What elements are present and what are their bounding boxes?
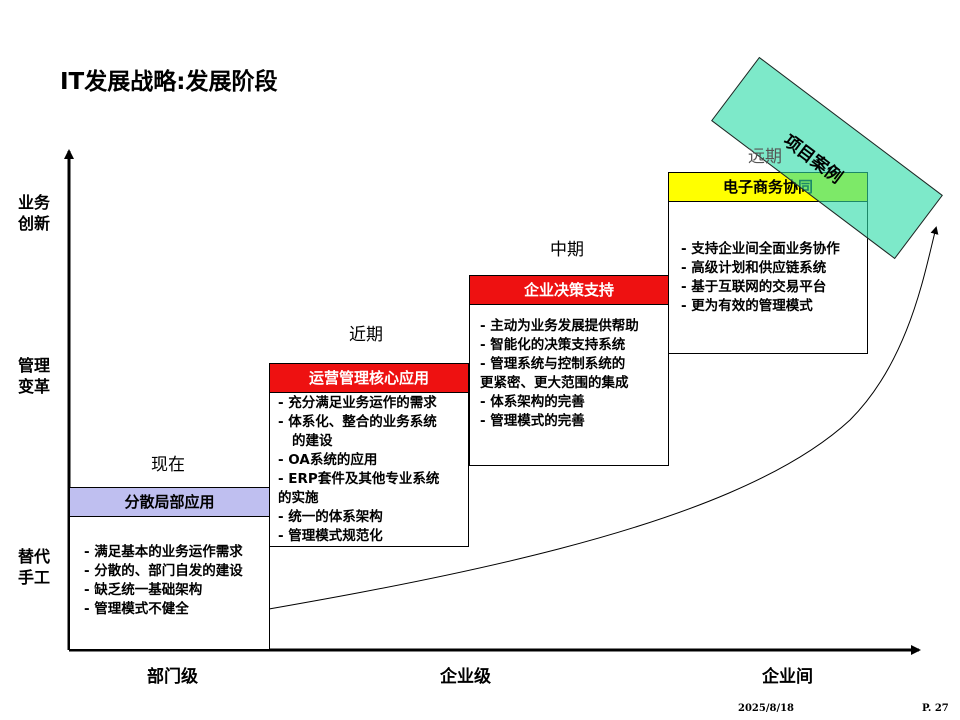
stage-title-2: 运营管理核心应用 [308,369,429,387]
stage-box-1: 分散局部应用 - 满足基本的业务运作需求 - 分散的、部门自发的建设 - 缺乏统… [69,487,270,650]
footer-date: 2025/8/18 [738,703,795,714]
period-label-near-term: 近期 [349,325,383,345]
x-label-inter-enterprise: 企业间 [762,667,813,687]
stage-header-3: 企业决策支持 [470,276,668,305]
stage-4-item: - 基于互联网的交易平台 [681,279,827,295]
stage-2-item: 的实施 [278,490,319,506]
stage-2-item: 的建设 [292,433,333,449]
stage-2-item: - ERP套件及其他专业系统 [278,471,440,487]
stage-2-item: - 体系化、整合的业务系统 [278,414,437,430]
stage-title-1: 分散局部应用 [124,493,215,511]
growth-curve [87,226,939,641]
x-label-department: 部门级 [147,667,198,687]
stage-4-item: - 支持企业间全面业务协作 [681,241,840,257]
stage-1-item: - 分散的、部门自发的建设 [84,563,243,579]
y-label-replace-manual: 替代 手工 [18,547,51,587]
stage-2-item: - OA系统的应用 [278,452,378,468]
stage-3-item: 更紧密、更大范围的集成 [480,375,629,391]
stage-1-item: - 满足基本的业务运作需求 [84,544,243,560]
stage-1-item: - 缺乏统一基础架构 [84,582,203,598]
stage-3-item: - 智能化的决策支持系统 [480,337,626,353]
stage-3-item: - 主动为业务发展提供帮助 [480,318,639,334]
stage-title-4: 电子商务协同 [722,178,813,196]
stage-4-item: - 更为有效的管理模式 [681,298,813,314]
stage-1-item: - 管理模式不健全 [84,601,189,617]
footer-page-number: P. 27 [922,703,949,714]
y-label-business-innovation: 业务 创新 [18,193,51,233]
period-label-far-term: 远期 [748,147,782,167]
stage-2-item: - 充分满足业务运作的需求 [278,395,437,411]
stage-box-3: 企业决策支持 - 主动为业务发展提供帮助 - 智能化的决策支持系统 - 管理系统… [469,275,669,466]
stage-3-item: - 管理系统与控制系统的 [480,356,626,372]
y-label-management-change: 管理 变革 [18,356,51,396]
stage-box-2: 运营管理核心应用 - 充分满足业务运作的需求 - 体系化、整合的业务系统 的建设… [269,363,469,547]
stage-2-item: - 统一的体系架构 [278,509,383,525]
stage-2-item: - 管理模式规范化 [278,528,383,544]
stage-header-2: 运营管理核心应用 [270,364,468,393]
stage-3-item: - 管理模式的完善 [480,413,585,429]
stage-3-item: - 体系架构的完善 [480,394,585,410]
stage-4-item: - 高级计划和供应链系统 [681,260,827,276]
stage-title-3: 企业决策支持 [523,281,614,299]
period-label-now: 现在 [151,455,185,475]
x-label-enterprise: 企业级 [440,667,491,687]
stage-header-1: 分散局部应用 [70,488,269,517]
slide-title: IT发展战略:发展阶段 [60,69,278,95]
period-label-mid-term: 中期 [550,240,584,260]
